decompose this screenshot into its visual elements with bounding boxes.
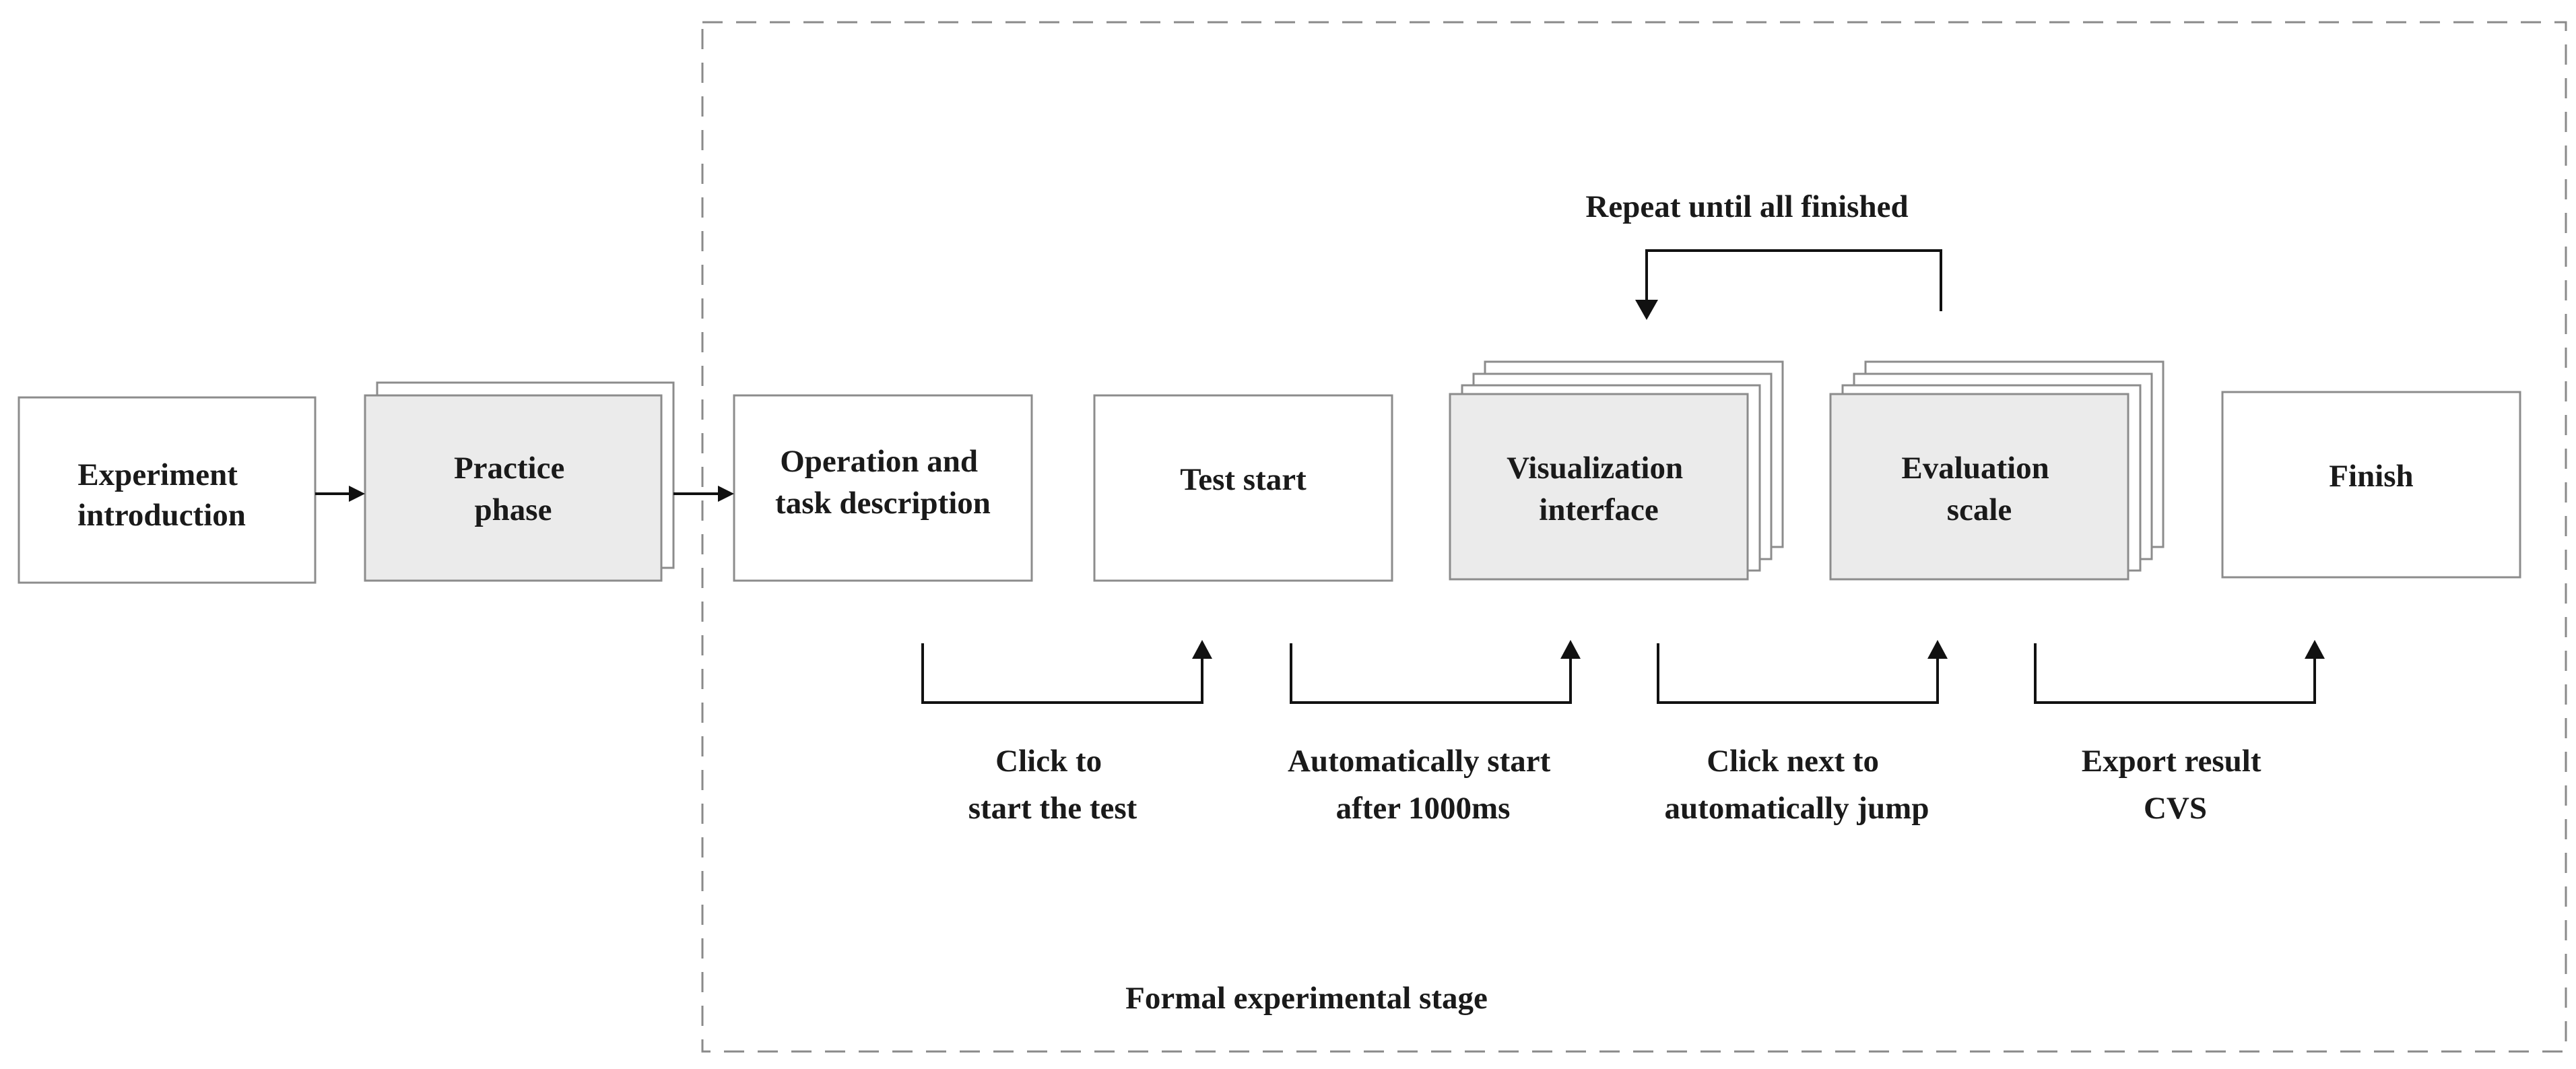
box-label-line: introduction [77,498,246,533]
box-label-line: Test start [1180,462,1307,497]
formal-stage-label: Formal experimental stage [1125,981,1488,1016]
box-label-line: Finish [2329,459,2413,494]
caption-line: Automatically start [1288,744,1551,779]
svg-text:Finish: Finish [2329,459,2413,494]
box-label-line: Visualization [1507,451,1683,486]
box-label-line: phase [475,492,552,527]
arrow-repeat-loop [1635,249,1942,320]
box-finish: Finish [2221,391,2521,579]
formal-stage-frame [701,21,2567,1053]
caption-click-start: Click to start the test [968,744,1137,826]
svg-text:Evaluation scale: Evaluation scale [1901,451,2057,527]
svg-text:Experiment introduction: Experiment introduction [77,457,246,533]
arrow-intro-to-practice [315,486,365,502]
arrow-operation-to-test-start [921,640,1212,704]
repeat-label: Repeat until all finished [1585,189,1908,224]
box-evaluation-scale: Evaluation scale [1829,360,2165,581]
arrow-evaluation-to-finish [2034,640,2325,704]
svg-text:Test start: Test start [1180,462,1307,497]
caption-click-next: Click next to automatically jump [1665,744,1929,826]
caption-export: Export result CVS [2082,744,2270,826]
svg-text:Operation and task descr: Operation and task description [775,444,991,521]
svg-text:Practice phase: Practice phase [454,451,572,527]
caption-line: after 1000ms [1336,791,1511,826]
box-visualization-interface: Visualization interface [1449,360,1784,581]
caption-line: automatically jump [1665,791,1929,826]
caption-line: Click to [995,744,1102,779]
caption-line: Click next to [1707,744,1879,779]
arrow-test-start-to-visualization [1290,640,1581,704]
box-label-line: Experiment [77,457,238,492]
caption-auto-start: Automatically start after 1000ms [1288,744,1558,826]
box-label-line: Practice [454,451,564,486]
box-label-line: interface [1539,492,1658,527]
box-practice-phase: Practice phase [364,381,675,582]
box-label-line: task description [775,486,991,521]
arrow-practice-to-operation [673,486,734,502]
box-label-line: Operation and [780,444,978,479]
box-operation-task-description: Operation and task description [733,394,1033,582]
arrow-visualization-to-evaluation [1657,640,1948,704]
box-label-line: Evaluation [1901,451,2049,486]
box-experiment-introduction: Experiment introduction [18,396,317,584]
caption-line: CVS [2144,791,2207,826]
box-label-line: scale [1947,492,2012,527]
caption-line: start the test [968,791,1137,826]
svg-text:Visualization interface: Visualization interface [1507,451,1691,527]
box-test-start: Test start [1093,394,1393,582]
caption-line: Export result [2082,744,2261,779]
